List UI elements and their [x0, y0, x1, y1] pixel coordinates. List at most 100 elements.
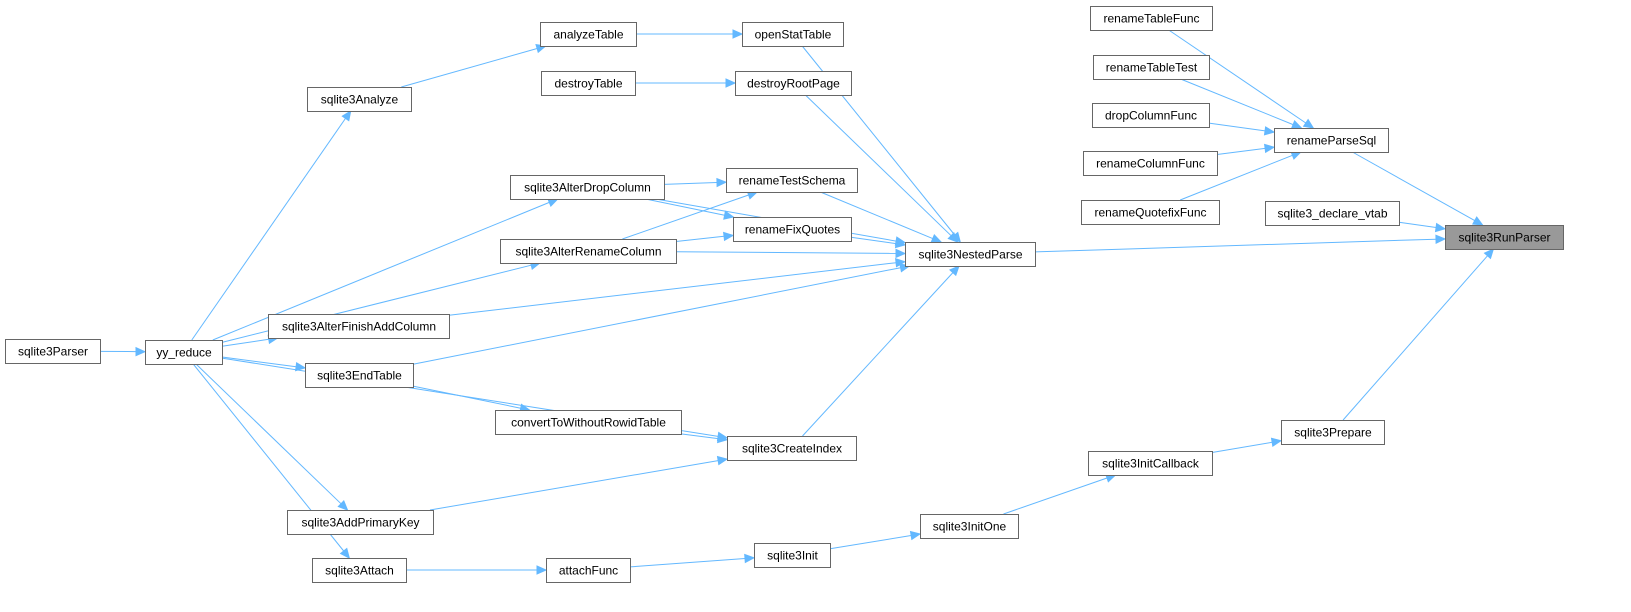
node-box[interactable] [510, 175, 665, 200]
node-sqlite3endtable[interactable]: sqlite3EndTable [305, 363, 414, 388]
node-sqlite3runparser[interactable]: sqlite3RunParser [1445, 225, 1564, 250]
node-box[interactable] [726, 168, 858, 193]
arrowhead-icon [1483, 248, 1495, 260]
node-box[interactable] [5, 339, 101, 364]
node-sqlite3initone[interactable]: sqlite3InitOne [920, 514, 1019, 539]
node-box[interactable] [1265, 201, 1400, 226]
node-converttowithoutrowidtable[interactable]: convertToWithoutRowidTable [495, 410, 682, 435]
arrowhead-icon [948, 265, 960, 277]
node-box[interactable] [287, 510, 434, 535]
edge-sqlite3analyze-to-analyzetable [401, 43, 547, 88]
arrowhead-icon [536, 565, 548, 575]
node-box[interactable] [541, 71, 636, 96]
edge-line [448, 262, 897, 316]
arrowhead-icon [1263, 126, 1276, 136]
node-label: renameParseSql [1287, 134, 1376, 148]
node-sqlite3parser[interactable]: sqlite3Parser [5, 339, 101, 364]
node-box[interactable] [307, 87, 412, 112]
node-label: renameFixQuotes [745, 223, 840, 237]
node-renamequotefixfunc[interactable]: renameQuotefixFunc [1081, 200, 1220, 225]
node-box[interactable] [1081, 200, 1220, 225]
edge-renametablefunc-to-renameparsesql [1168, 29, 1315, 129]
node-box[interactable] [312, 558, 407, 583]
edge-line [1208, 122, 1266, 132]
arrowhead-icon [341, 109, 352, 122]
node-box[interactable] [305, 363, 414, 388]
node-attachfunc[interactable]: attachFunc [546, 558, 631, 583]
node-renameparsesql[interactable]: renameParseSql [1274, 128, 1389, 153]
node-sqlite3alterfinishaddcolumn[interactable]: sqlite3AlterFinishAddColumn [268, 314, 450, 339]
node-label: sqlite3Attach [325, 564, 394, 578]
edge-line [622, 194, 749, 240]
node-yy-reduce[interactable]: yy_reduce [145, 340, 223, 365]
node-sqlite3addprimarykey[interactable]: sqlite3AddPrimaryKey [287, 510, 434, 535]
node-sqlite3prepare[interactable]: sqlite3Prepare [1281, 420, 1385, 445]
node-sqlite3nestedparse[interactable]: sqlite3NestedParse [905, 242, 1036, 267]
node-box[interactable] [546, 558, 631, 583]
node-box[interactable] [905, 242, 1036, 267]
node-box[interactable] [735, 71, 852, 96]
node-box[interactable] [1083, 151, 1218, 176]
edge-line [221, 356, 297, 368]
node-box[interactable] [268, 314, 450, 339]
edge-line [1180, 154, 1293, 201]
node-box[interactable] [495, 410, 682, 435]
edge-line [805, 94, 952, 237]
node-renamefixquotes[interactable]: renameFixQuotes [733, 217, 852, 242]
node-dropcolumnfunc[interactable]: dropColumnFunc [1092, 103, 1210, 128]
node-renamecolumnfunc[interactable]: renameColumnFunc [1083, 151, 1218, 176]
node-box[interactable] [1445, 225, 1564, 250]
node-box[interactable] [1090, 6, 1213, 31]
arrowhead-icon [909, 530, 922, 541]
arrowhead-icon [723, 231, 735, 242]
node-renametablefunc[interactable]: renameTableFunc [1090, 6, 1213, 31]
node-box[interactable] [754, 543, 831, 568]
node-label: dropColumnFunc [1105, 109, 1197, 123]
node-sqlite3createindex[interactable]: sqlite3CreateIndex [727, 436, 857, 461]
node-sqlite3attach[interactable]: sqlite3Attach [312, 558, 407, 583]
edge-attachfunc-to-sqlite3init [629, 553, 756, 568]
node-openstattable[interactable]: openStatTable [742, 22, 844, 47]
edge-sqlite3addprimarykey-to-sqlite3createindex [429, 455, 729, 511]
node-box[interactable] [1274, 128, 1389, 153]
node-renametestschema[interactable]: renameTestSchema [726, 168, 858, 193]
node-box[interactable] [1281, 420, 1385, 445]
edge-line [401, 48, 538, 88]
node-box[interactable] [540, 22, 637, 47]
node-box[interactable] [920, 514, 1019, 539]
edge-sqlite3nestedparse-to-sqlite3runparser [1034, 234, 1447, 253]
node-box[interactable] [500, 239, 677, 264]
node-box[interactable] [733, 217, 852, 242]
edge-line [645, 198, 725, 216]
edge-line [1034, 238, 1437, 253]
node-renametabletest[interactable]: renameTableTest [1093, 55, 1210, 80]
node-sqlite3alterrenamecolumn[interactable]: sqlite3AlterRenameColumn [500, 239, 677, 264]
node-box[interactable] [1088, 451, 1213, 476]
node-sqlite3initcallback[interactable]: sqlite3InitCallback [1088, 451, 1213, 476]
arrowhead-icon [744, 553, 756, 564]
edge-line [675, 235, 725, 242]
node-analyzetable[interactable]: analyzeTable [540, 22, 637, 47]
node-label: attachFunc [559, 564, 618, 578]
node-sqlite3alterdropcolumn[interactable]: sqlite3AlterDropColumn [510, 175, 665, 200]
arrowhead-icon [1435, 234, 1447, 244]
node-box[interactable] [1092, 103, 1210, 128]
node-destroytable[interactable]: destroyTable [541, 71, 636, 96]
node-sqlite3init[interactable]: sqlite3Init [754, 543, 831, 568]
node-box[interactable] [1093, 55, 1210, 80]
node-label: convertToWithoutRowidTable [511, 416, 666, 430]
node-destroyrootpage[interactable]: destroyRootPage [735, 71, 852, 96]
arrowhead-icon [894, 236, 907, 246]
node-box[interactable] [742, 22, 844, 47]
arrowhead-icon [1302, 118, 1315, 129]
edge-sqlite3endtable-to-sqlite3nestedparse [412, 263, 911, 365]
node-label: renameTableTest [1106, 61, 1198, 75]
node-label: openStatTable [755, 28, 832, 42]
node-label: sqlite3CreateIndex [742, 442, 842, 456]
node-label: sqlite3NestedParse [918, 248, 1022, 262]
node-sqlite3-declare-vtab[interactable]: sqlite3_declare_vtab [1265, 201, 1400, 226]
node-box[interactable] [145, 340, 223, 365]
node-sqlite3analyze[interactable]: sqlite3Analyze [307, 87, 412, 112]
node-box[interactable] [727, 436, 857, 461]
node-label: sqlite3Analyze [321, 93, 399, 107]
